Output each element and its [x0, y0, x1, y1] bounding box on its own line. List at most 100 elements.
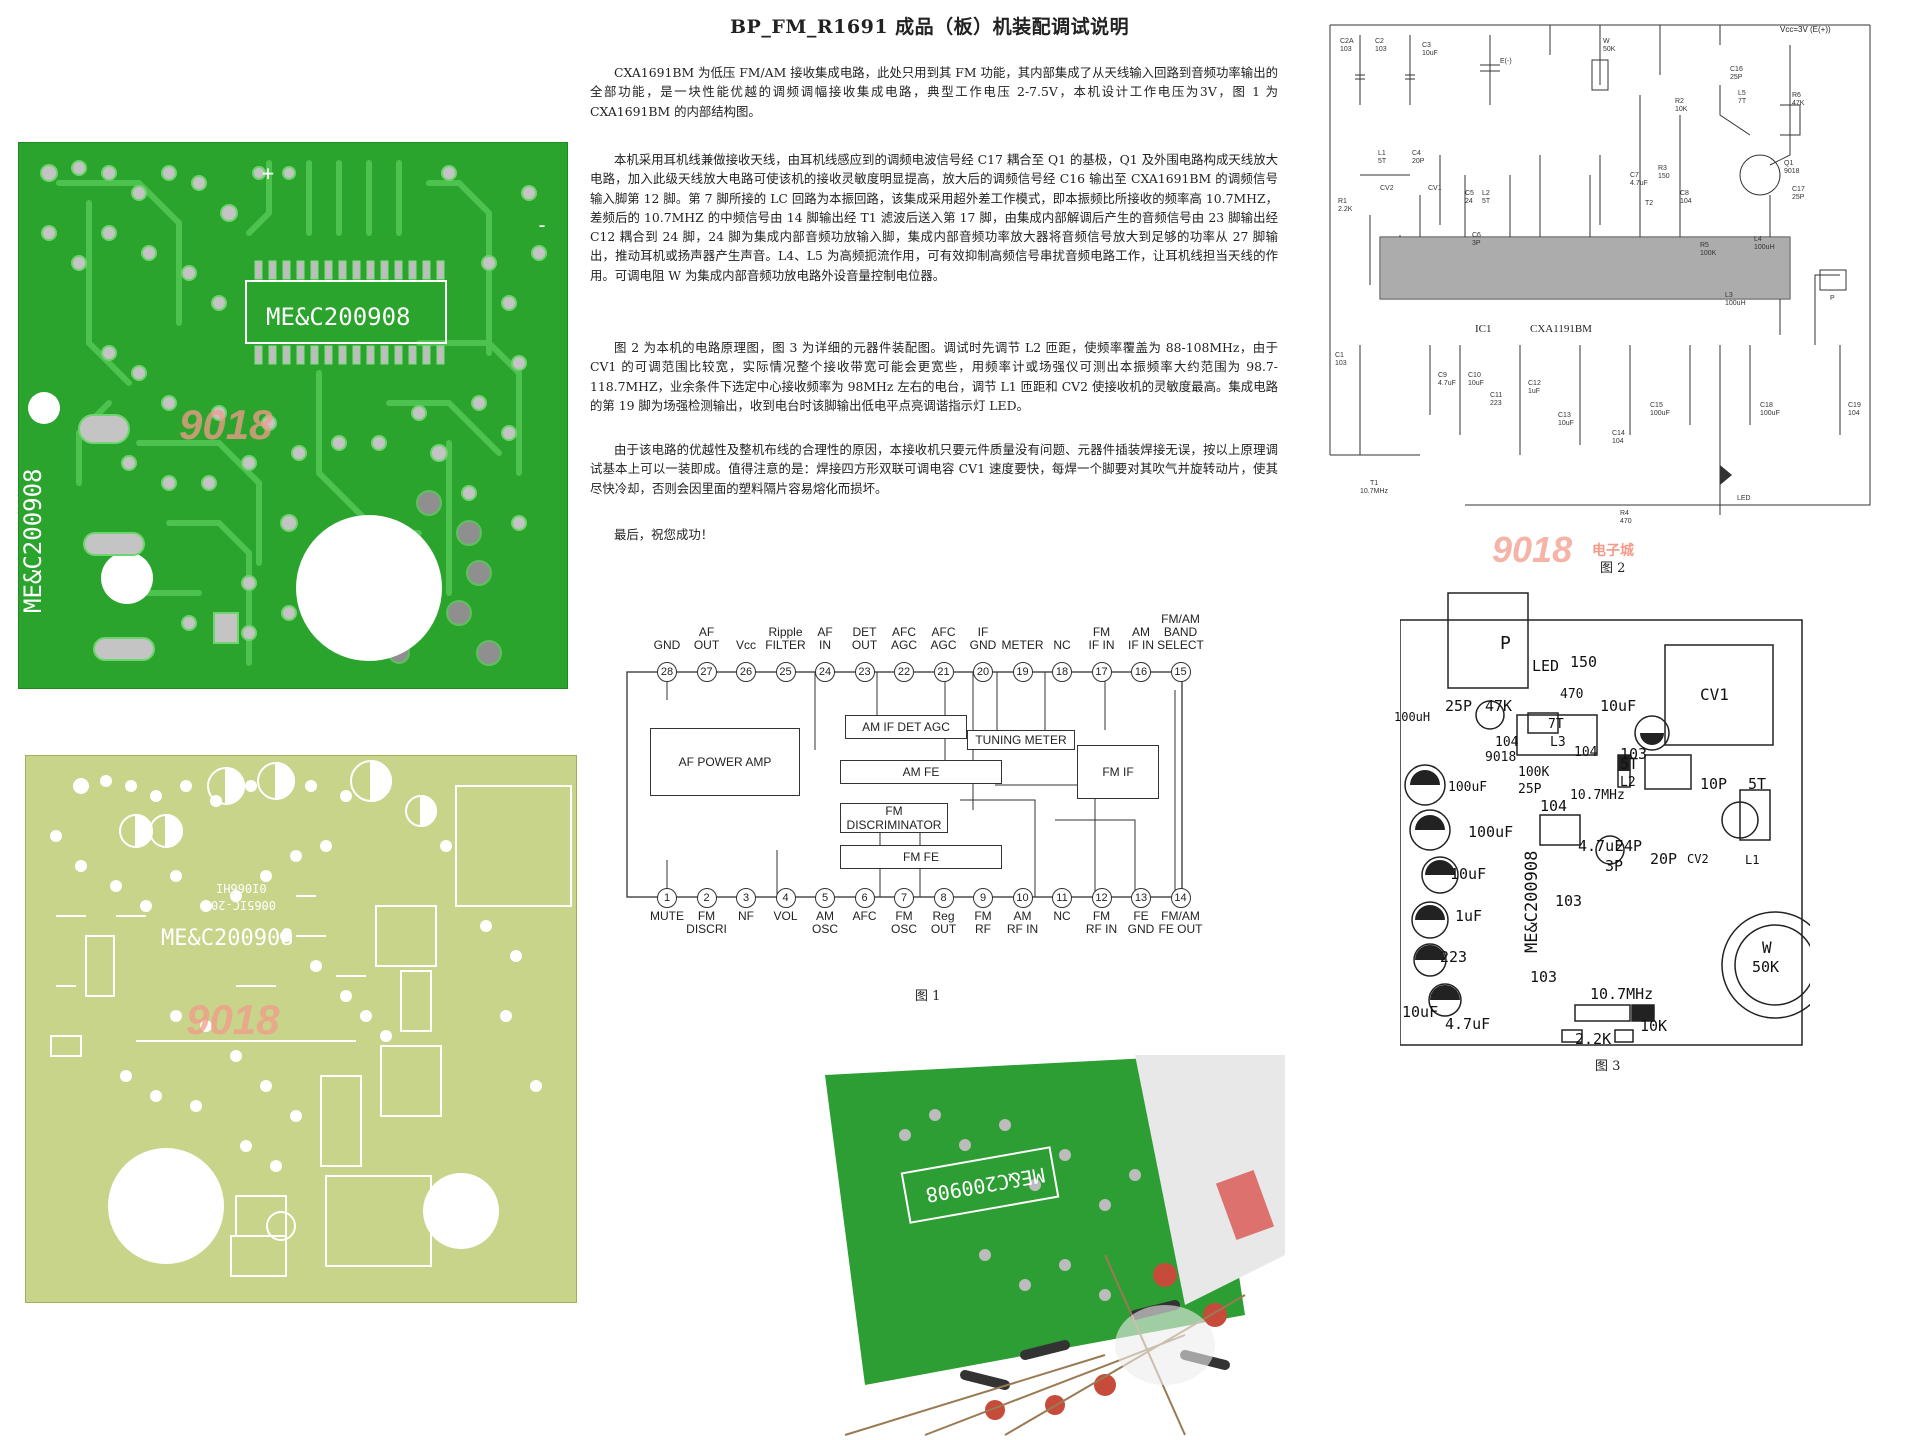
- paragraph-1: CXA1691BM 为低压 FM/AM 接收集成电路，此处只用到其 FM 功能，…: [590, 65, 1278, 119]
- ic-pin-label-bottom: Reg OUT: [930, 909, 957, 936]
- svg-text:10uF: 10uF: [1558, 420, 1574, 427]
- assembly-label-w: W: [1762, 938, 1772, 957]
- assembly-label-r47k: 47K: [1485, 697, 1513, 715]
- svg-text:100uH: 100uH: [1725, 300, 1746, 307]
- block-fm-fe: FM FE: [840, 845, 1002, 869]
- svg-text:103: 103: [1335, 360, 1347, 367]
- svg-text:C8: C8: [1680, 190, 1689, 197]
- block-am-if-det-agc: AM IF DET AGC: [845, 715, 967, 739]
- ic-pin-label-bottom: FM/AM FE OUT: [1158, 909, 1203, 936]
- ic-pin-number-top: 28: [657, 662, 677, 682]
- svg-text:L2: L2: [1482, 190, 1490, 197]
- ic-pin-number-bottom: 9: [973, 888, 993, 908]
- svg-text:104: 104: [1612, 438, 1624, 445]
- ic-pin-number-bottom: 4: [775, 888, 796, 908]
- svg-text:C10: C10: [1468, 372, 1481, 379]
- assembly-label-c24p: 24P: [1615, 837, 1643, 855]
- figure-3-caption: 图 3: [1595, 1059, 1621, 1074]
- svg-text:150: 150: [1658, 173, 1670, 180]
- svg-text:E(-): E(-): [1500, 58, 1512, 65]
- ic-pin-label-top: AF IN: [817, 625, 833, 652]
- ic-pin-number-bottom: 8: [933, 888, 954, 908]
- block-am-fe: AM FE: [840, 760, 1002, 784]
- ic-pin-label-top: AFC AGC: [890, 625, 917, 652]
- assembly-label-c47uf: 4.7uF: [1578, 837, 1624, 855]
- ic-pin-number-top: 27: [696, 662, 717, 682]
- svg-text:C18: C18: [1760, 402, 1773, 409]
- svg-text:7T: 7T: [1738, 98, 1747, 105]
- ic-pin-number-top: 26: [736, 662, 756, 682]
- svg-text:L4: L4: [1754, 236, 1762, 243]
- svg-text:100uF: 100uF: [1650, 410, 1670, 417]
- assembly-label-p: P: [1500, 633, 1511, 654]
- assembly-label-l3b: L3: [1550, 735, 1566, 750]
- svg-text:1uF: 1uF: [1528, 388, 1540, 395]
- ic-pin-number-top: 15: [1170, 662, 1191, 682]
- ic-pin-label-bottom: NC: [1053, 909, 1071, 923]
- ic-pin-label-bottom: FM RF IN: [1085, 909, 1118, 936]
- assembly-label-c107b: 10.7MHz: [1590, 985, 1654, 1003]
- svg-text:20P: 20P: [1412, 158, 1425, 165]
- svg-text:C14: C14: [1612, 430, 1625, 437]
- assembly-label-c100uf-b: 100uF: [1468, 823, 1514, 841]
- svg-text:50K: 50K: [1603, 46, 1616, 53]
- pcb-bottom-photo: ME&C200908 0065IC-20 0I066HI 9018: [25, 755, 577, 1303]
- svg-text:223: 223: [1490, 400, 1502, 407]
- assembly-label-c104-a: 104: [1495, 735, 1519, 750]
- svg-text:24: 24: [1465, 198, 1473, 205]
- ic-pin-number-top: 20: [973, 662, 993, 682]
- assembly-label-w50k: 50K: [1752, 958, 1780, 976]
- svg-text:C16: C16: [1730, 66, 1743, 73]
- assembly-label-l3: 7T: [1548, 717, 1564, 732]
- ic-pin-label-top: AM IF IN: [1128, 625, 1154, 652]
- ic-pin-label-top: GND: [653, 638, 681, 652]
- ic-pin-number-bottom: 5: [815, 888, 835, 908]
- svg-text:4.7uF: 4.7uF: [1630, 180, 1648, 187]
- ic-pin-number-top: 19: [1012, 662, 1033, 682]
- svg-text:470: 470: [1620, 518, 1632, 525]
- svg-text:5T: 5T: [1482, 198, 1491, 205]
- kit-photo-drawing: [805, 1055, 1285, 1440]
- figure-3-outline: [1400, 592, 1810, 1046]
- ic-pin-number-top: 16: [1131, 662, 1151, 682]
- assembly-label-c10uf-b: 10uF: [1450, 865, 1487, 883]
- svg-text:CV2: CV2: [1380, 185, 1394, 192]
- assembly-label-q9018: 9018: [1485, 750, 1517, 765]
- assembly-label-c103-a: 103: [1620, 745, 1648, 763]
- svg-text:C15: C15: [1650, 402, 1663, 409]
- paragraph-5: 最后，祝您成功！: [614, 527, 714, 542]
- ic-pin-label-bottom: MUTE: [650, 909, 684, 923]
- assembly-label-r470: 470: [1560, 687, 1584, 702]
- ic-pin-label-top: METER: [1001, 638, 1044, 652]
- assembly-label-l1t: 5T: [1748, 775, 1767, 793]
- assembly-label-c103-b: 103: [1555, 892, 1583, 910]
- assembly-label-r10k: 10K: [1640, 1017, 1668, 1035]
- ic-pin-label-bottom: FM RF: [974, 909, 992, 936]
- svg-text:103: 103: [1375, 46, 1387, 53]
- svg-text:R5: R5: [1700, 242, 1709, 249]
- pcb-top-traces: [28, 160, 547, 666]
- assembly-label-c25p: 25P: [1445, 697, 1473, 715]
- svg-text:C3: C3: [1422, 42, 1431, 49]
- assembly-label-c10p: 10P: [1700, 775, 1728, 793]
- ic-pin-number-bottom: 11: [1052, 888, 1072, 908]
- svg-text:C17: C17: [1792, 186, 1805, 193]
- ic-pin-label-bottom: VOL: [773, 909, 798, 923]
- assembly-label-c100k: 100K: [1518, 765, 1550, 780]
- assembly-label-l2t: 5T: [1620, 755, 1639, 773]
- ic-pin-number-top: 21: [933, 662, 954, 682]
- pcb-bottom-code-1: 0065IC-20: [211, 898, 277, 912]
- ic-pin-number-bottom: 14: [1170, 888, 1191, 908]
- assembly-label-c1uf: 1uF: [1455, 907, 1483, 925]
- assembly-label-c104-c: 104: [1540, 797, 1568, 815]
- ic-pin-label-top: DET OUT: [851, 625, 878, 652]
- assembly-label-c100uh: 100uH: [1394, 710, 1431, 724]
- assembly-label-c223: 223: [1440, 948, 1468, 966]
- svg-text:100uH: 100uH: [1754, 244, 1775, 251]
- svg-text:R6: R6: [1792, 92, 1801, 99]
- svg-text:10K: 10K: [1675, 106, 1688, 113]
- svg-text:C6: C6: [1472, 232, 1481, 239]
- block-fm-if: FM IF: [1077, 745, 1159, 799]
- assembly-label-c103-c: 103: [1530, 968, 1558, 986]
- svg-text:R4: R4: [1620, 510, 1629, 517]
